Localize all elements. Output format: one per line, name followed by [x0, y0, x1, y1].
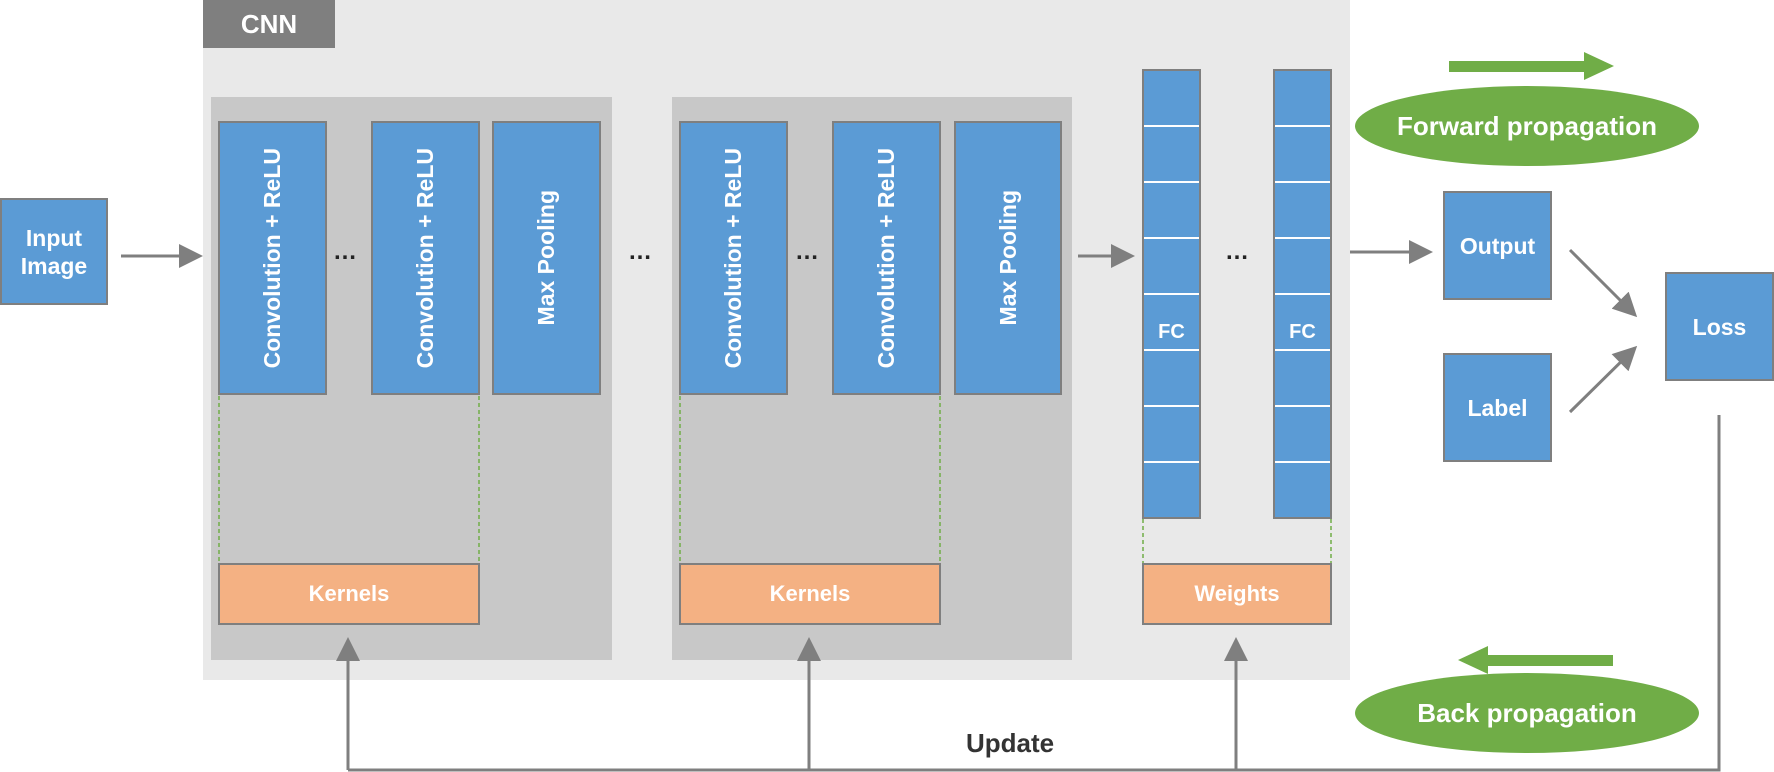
group1-conv-relu-1: Convolution + ReLU [218, 121, 327, 395]
input-label-line1: Input [25, 224, 83, 251]
fc-layer-2-label: FC [1289, 321, 1316, 343]
forward-arrow-icon [1449, 52, 1614, 80]
forward-propagation-oval: Forward propagation [1355, 86, 1699, 166]
loss-box: Loss [1665, 272, 1774, 381]
cnn-label: CNN [203, 0, 335, 48]
update-loop-line [348, 415, 1721, 772]
input-label-line2: Image [20, 252, 88, 279]
group2-conv-dots: … [795, 238, 820, 265]
fc-layer-1: FC [1142, 69, 1201, 519]
group2-kernels: Kernels [679, 563, 941, 625]
group1-conv-relu-2: Convolution + ReLU [371, 121, 480, 395]
group1-kernels: Kernels [218, 563, 480, 625]
arrow-output-to-loss [1568, 248, 1638, 318]
update-label: Update [965, 728, 1055, 758]
input-image-box: Input Image [0, 198, 108, 305]
group2-max-pooling: Max Pooling [954, 121, 1062, 395]
back-arrow-icon [1458, 646, 1613, 674]
arrow-label-to-loss [1568, 345, 1638, 414]
group1-conv-dots: … [333, 238, 358, 265]
between-groups-dots: … [628, 238, 653, 265]
output-box: Output [1443, 191, 1552, 300]
group2-conv-relu-1: Convolution + ReLU [679, 121, 788, 395]
group1-max-pooling: Max Pooling [492, 121, 601, 395]
back-propagation-oval: Back propagation [1355, 673, 1699, 753]
group2-conv-relu-2: Convolution + ReLU [832, 121, 941, 395]
fc-layer-2: FC [1273, 69, 1332, 519]
fc-weights: Weights [1142, 563, 1332, 625]
label-box: Label [1443, 353, 1552, 462]
fc-dots: … [1225, 238, 1250, 265]
fc-layer-1-label: FC [1158, 321, 1185, 343]
dashed-kernel-links [218, 396, 1332, 563]
